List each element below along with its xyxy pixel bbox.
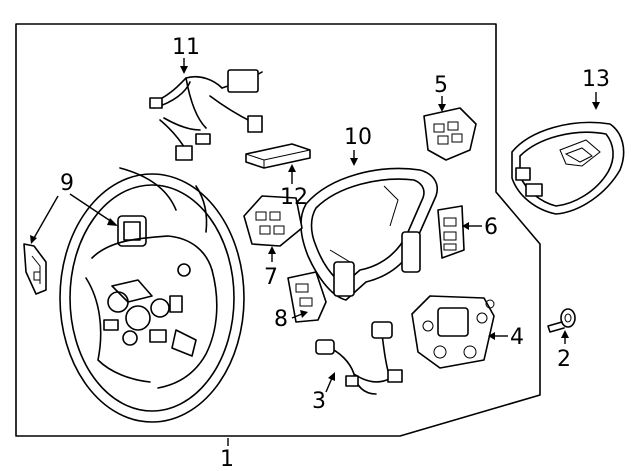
callout-12: 12 (280, 185, 308, 210)
mounting-bolt[interactable] (547, 308, 576, 333)
steering-wheel-bezel[interactable] (300, 167, 438, 301)
callout-1: 1 (220, 447, 234, 471)
mounting-bracket[interactable] (245, 143, 311, 169)
callout-5: 5 (434, 73, 448, 98)
callout-labels: 1 2 3 4 5 6 7 8 9 10 11 12 13 (60, 35, 610, 471)
airbag-module[interactable] (511, 121, 625, 215)
callout-11: 11 (172, 35, 200, 60)
callout-4: 4 (510, 325, 524, 350)
wiring-harness[interactable] (149, 69, 263, 161)
callout-9: 9 (60, 171, 74, 196)
callout-8: 8 (274, 307, 288, 332)
callout-7: 7 (264, 265, 278, 290)
callout-6: 6 (484, 215, 498, 240)
switch-assembly-left[interactable] (243, 195, 303, 247)
switch-assembly-right[interactable] (423, 107, 477, 161)
assembly-outline (15, 23, 541, 437)
callout-13: 13 (582, 67, 610, 92)
callout-3: 3 (312, 389, 326, 414)
side-trim-panel[interactable] (23, 243, 47, 295)
leader-lines (30, 58, 600, 446)
callout-10: 10 (344, 125, 372, 150)
callout-2: 2 (557, 347, 571, 372)
control-module[interactable] (411, 295, 495, 369)
switch-harness[interactable] (315, 321, 403, 395)
switch-panel-right[interactable] (437, 205, 465, 259)
steering-wheel[interactable] (59, 167, 245, 423)
switch-panel-left[interactable] (287, 271, 327, 323)
